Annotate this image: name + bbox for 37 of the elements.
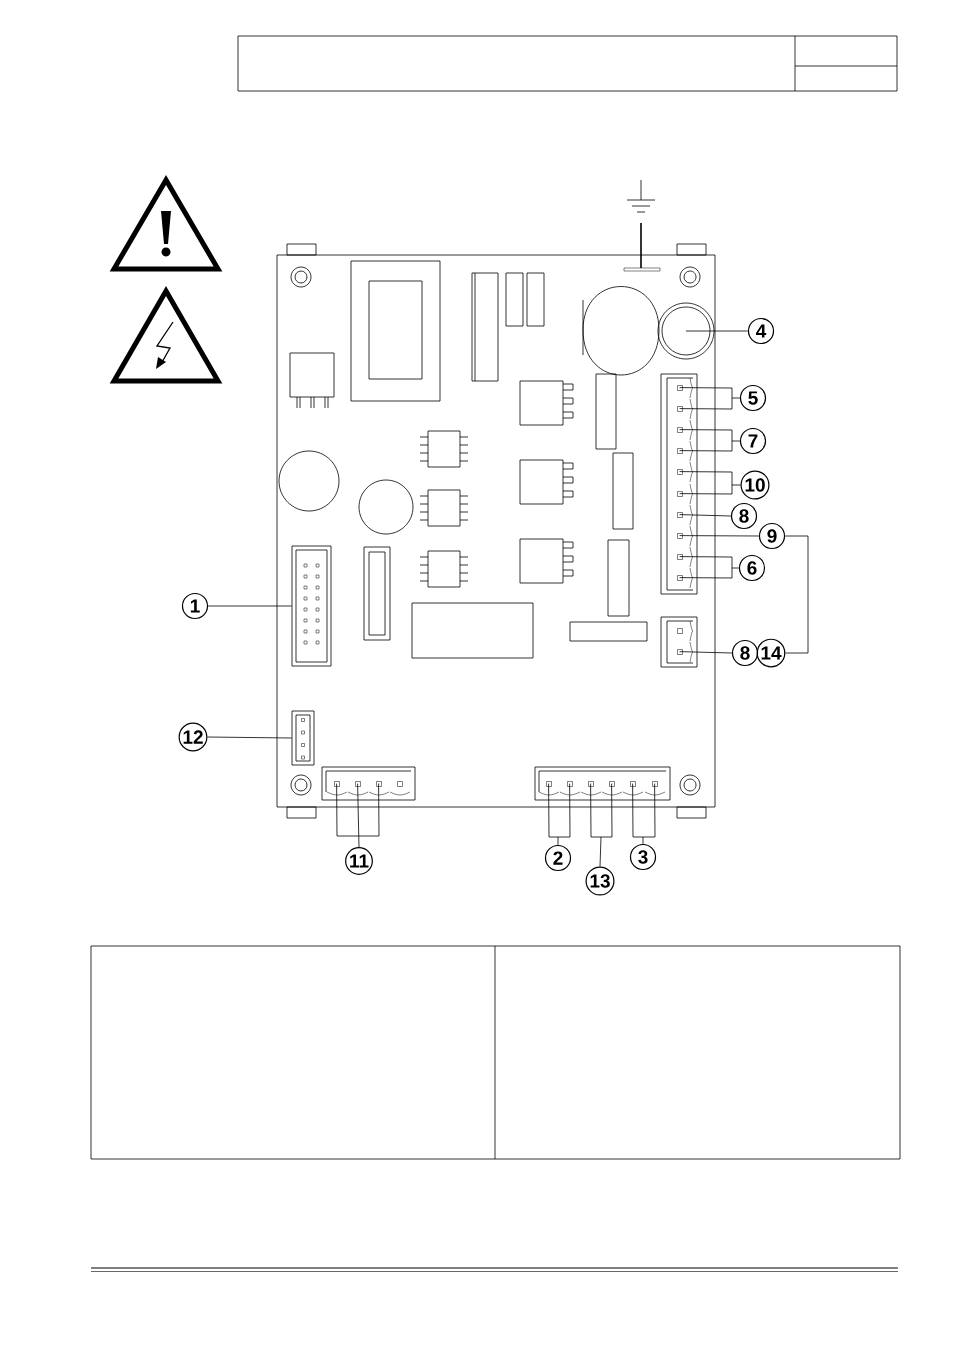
connector [534, 766, 671, 801]
callout-number: 14 [756, 638, 786, 668]
callout-number: 13 [585, 866, 615, 896]
buzzer [661, 306, 711, 356]
connector [291, 710, 315, 766]
leader-line [679, 429, 741, 452]
leader-line [207, 736, 292, 739]
callout-number: 5 [739, 384, 767, 412]
callout-number: 11 [345, 847, 373, 875]
leader-line [679, 514, 732, 517]
leader-line [336, 783, 380, 848]
callout-number: 9 [758, 522, 786, 550]
leader-line [784, 535, 809, 654]
callout-number: 8 [731, 639, 759, 667]
leader-line [685, 330, 749, 332]
callout-number: 4 [747, 317, 775, 345]
leader-line [679, 651, 733, 654]
leader-line [679, 387, 741, 410]
connector [321, 766, 416, 801]
callout-number: 7 [739, 427, 767, 455]
leader-line [590, 783, 613, 867]
leader-line [632, 783, 656, 845]
callout-number: 12 [178, 722, 208, 752]
leader-line [679, 471, 741, 495]
callout-number: 10 [740, 470, 770, 500]
callout-number: 2 [544, 844, 572, 872]
callout-number: 6 [738, 554, 766, 582]
callout-number: 1 [181, 592, 209, 620]
connector [660, 616, 698, 668]
connector [660, 373, 698, 595]
callout-number: 3 [629, 843, 657, 871]
leader-line [548, 783, 571, 846]
callout-number: 8 [730, 502, 758, 530]
leader-line [207, 605, 292, 607]
leader-line [679, 556, 740, 579]
leader-line [679, 535, 760, 537]
connector [291, 545, 332, 667]
